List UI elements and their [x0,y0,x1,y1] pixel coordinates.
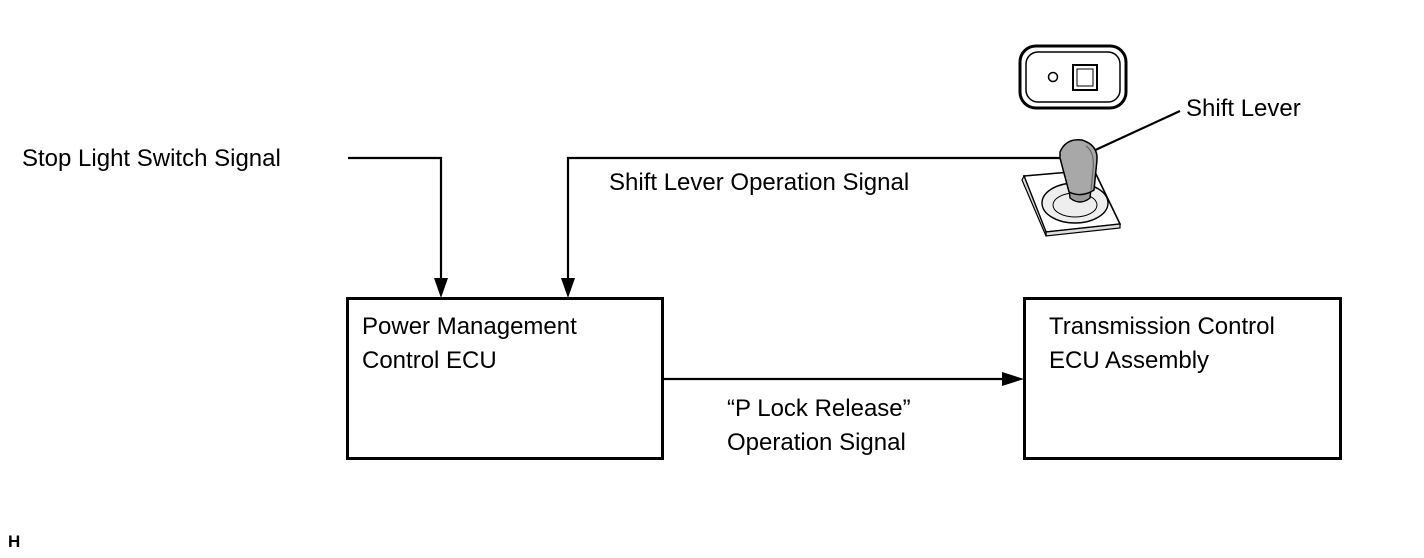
shift-lever-icon [1021,139,1122,237]
power-management-ecu-label: Power Management Control ECU [362,310,577,378]
corner-reference-mark: H [8,532,21,551]
shift-lever-arrowhead [561,278,575,298]
transmission-control-ecu-label: Transmission Control ECU Assembly [1049,310,1275,378]
shift-lever-signal-line [566,156,1068,280]
stop-light-arrowhead [434,278,448,298]
stop-light-switch-signal-label: Stop Light Switch Signal [22,145,281,172]
p-lock-release-label: “P Lock Release” Operation Signal [727,392,911,460]
transmission-control-ecu-line1: Transmission Control [1049,313,1275,340]
p-lock-release-line1: “P Lock Release” [727,395,911,422]
power-management-ecu-line1: Power Management [362,313,577,340]
power-management-ecu-line2: Control ECU [362,347,497,374]
transmission-control-ecu-box: Transmission Control ECU Assembly [1023,297,1342,460]
power-management-ecu-box: Power Management Control ECU [346,297,664,460]
transmission-control-ecu-line2: ECU Assembly [1049,347,1210,374]
p-lock-release-line2: Operation Signal [727,429,906,456]
shift-lever-label: Shift Lever [1186,95,1301,122]
shift-lever-operation-signal-label: Shift Lever Operation Signal [609,169,910,196]
p-indicator-icon [1018,44,1128,110]
shift-lever-leader-line [1090,110,1181,153]
p-lock-release-arrowhead [1002,372,1024,386]
stop-light-signal-line [348,156,443,280]
